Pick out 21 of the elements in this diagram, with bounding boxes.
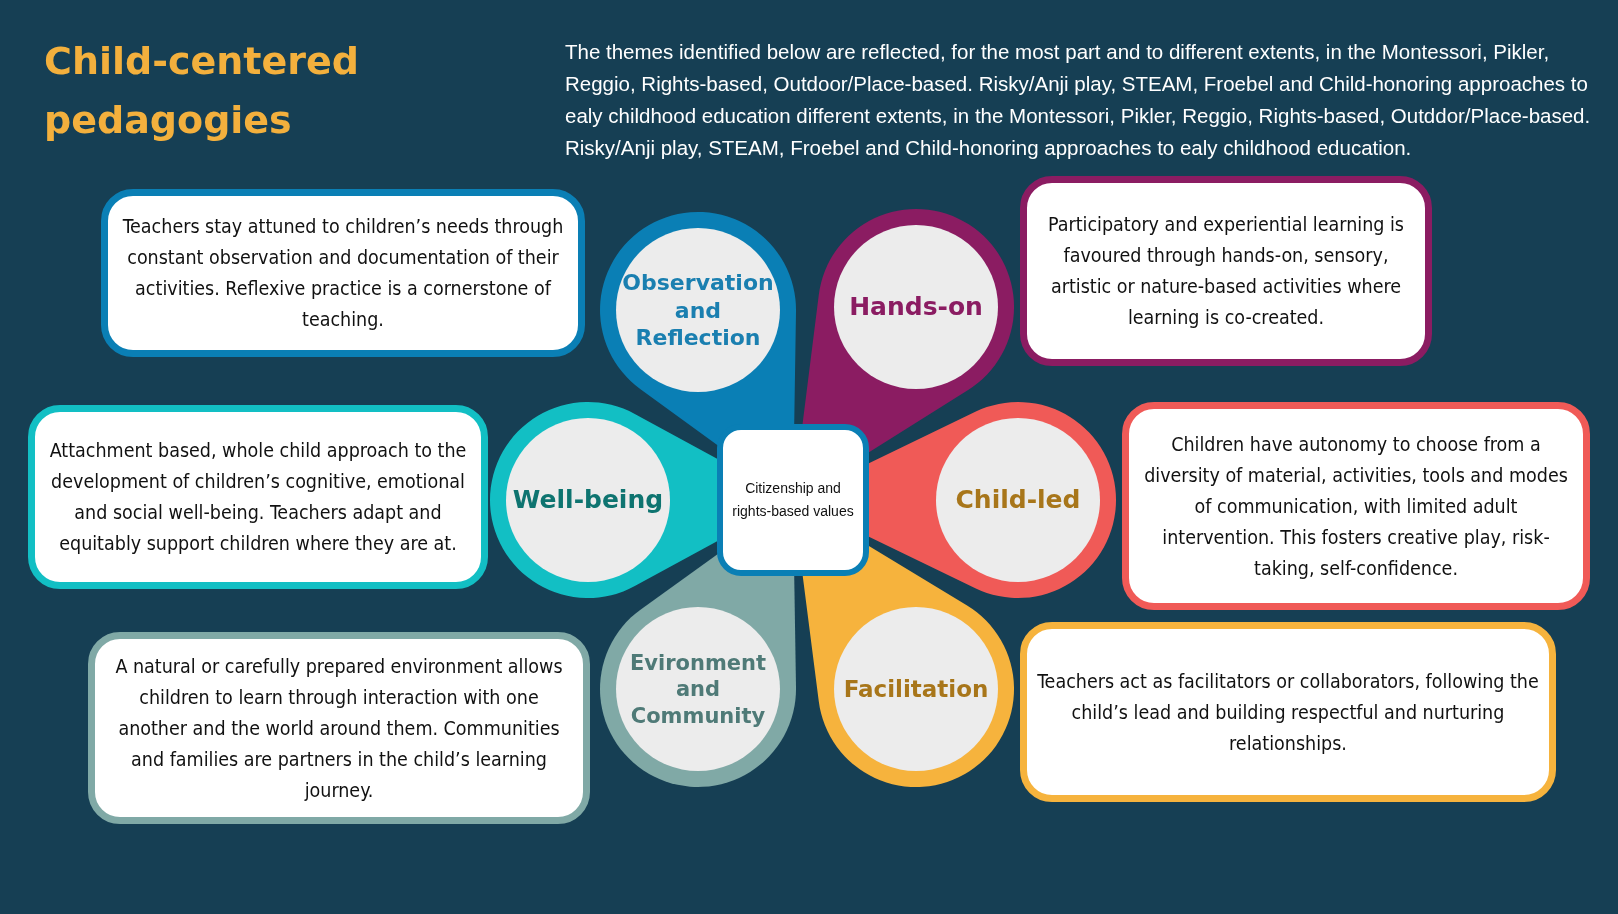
description-text: Attachment based, whole child approach to the development of children’s cognitive, emotional and social well-being. Teachers adapt and equitably support children where they are at.: [48, 438, 468, 557]
title: Child-centered pedagogies: [44, 38, 360, 144]
description-text: A natural or carefully prepared environment allows children to learn through interaction with one another and the world around them. Communities and families are partners in the child’s learning journey.: [114, 653, 564, 804]
theme-label: Observation and Reflection: [621, 268, 775, 352]
description-text: Participatory and experiential learning is favoured through hands-on, sensory, artistic or nature-based activities where learning is co-created.: [1047, 212, 1405, 331]
description-text: Teachers stay attuned to children’s needs through constant observation and documentation of their activities. Reflexive practice is a cornerstone of teaching.: [121, 214, 565, 333]
theme-label: Facilitation: [842, 674, 990, 704]
description-card: [1122, 402, 1590, 610]
theme-label: Child-led: [954, 484, 1082, 516]
center-label: Citizenship and rights-based values: [731, 479, 855, 521]
theme-label: Hands-on: [848, 291, 984, 323]
theme-label: Well-being: [511, 484, 665, 516]
description-card: [1020, 176, 1432, 366]
intro-paragraph: The themes identified below are reflected, for the most part and to different extents, in the Montessori, Pikler, Reggio, Rights-based, Outdoor/Place-based. Risky/Anji play, STEAM, Froebel and Child-honoring approaches to ealy childhood education different extents, in the Montessori, Pikler, Reggio, Rights-based, Outddor/Place-based. Risky/Anji play, STEAM, Froebel and Child-honoring approaches to ealy childhood education.: [565, 39, 1592, 161]
description-card: [88, 632, 590, 824]
description-card: [28, 405, 488, 589]
description-card: [1020, 622, 1556, 802]
description-card: [101, 189, 585, 357]
description-text: Teachers act as facilitators or collaborators, following the child’s lead and building respectful and nurturing relationships.: [1037, 668, 1539, 757]
description-text: Children have autonomy to choose from a diversity of material, activities, tools and modes of communication, with limited adult intervention. This fosters creative play, risk-taking, self-confidence.: [1143, 431, 1569, 582]
theme-label: Evironment and Community: [628, 649, 768, 729]
